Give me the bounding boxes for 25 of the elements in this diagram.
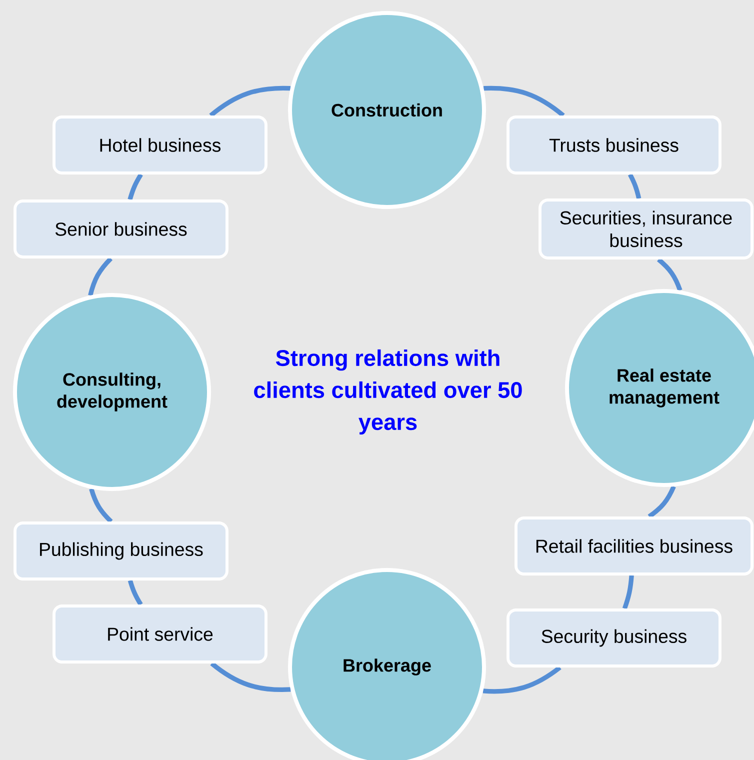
ring-connector [484, 86, 565, 118]
circle-node: Brokerage [288, 568, 486, 760]
business-box: Hotel business [52, 116, 268, 174]
business-box: Security business [506, 608, 722, 668]
business-box: Retail facilities business [514, 516, 754, 576]
ring-connector [648, 486, 676, 518]
ring-connector [89, 488, 113, 524]
center-text: Strong relations with clients cultivated over 50 years [254, 349, 522, 435]
ring-connector [210, 662, 291, 692]
circle-node: Real estate management [565, 289, 754, 487]
circle-node: Construction [288, 11, 486, 209]
business-box: Trusts business [506, 116, 722, 174]
business-box: Securities, insurance business [538, 198, 754, 260]
circle-node: Consulting, development [13, 293, 211, 491]
business-box: Senior business [14, 200, 228, 258]
ring-connector [128, 580, 143, 606]
ring-connector [482, 666, 562, 694]
ring-connector [656, 258, 682, 292]
business-box: Publishing business [14, 522, 228, 580]
ring-connector [622, 575, 634, 610]
business-box: Point service [52, 604, 268, 664]
ring-connector [88, 256, 113, 296]
ring-connector [128, 173, 143, 200]
ring-connector [209, 86, 290, 118]
ring-connector [628, 173, 642, 200]
